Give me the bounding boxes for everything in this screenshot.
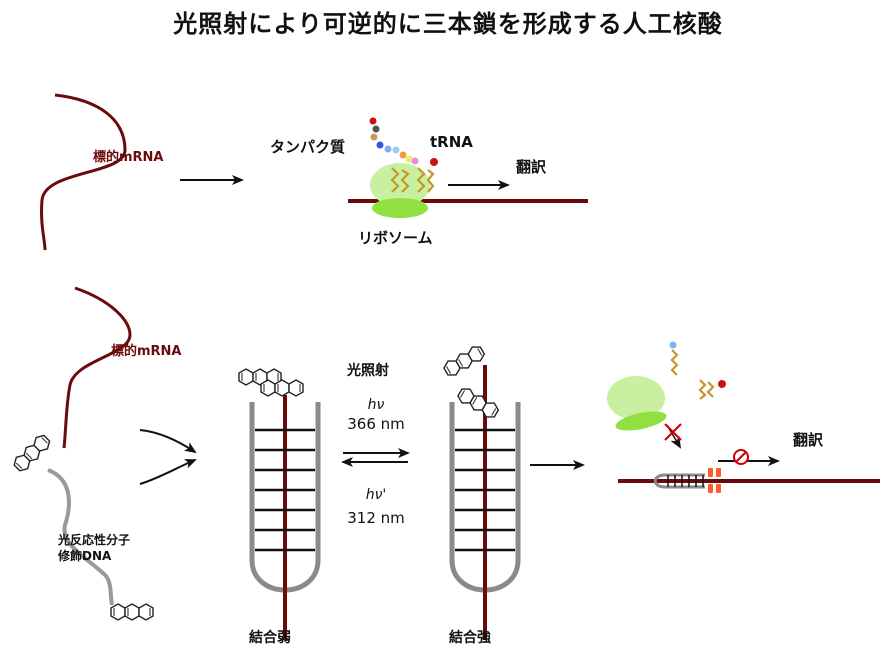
- translation-label: 翻訳: [793, 431, 824, 449]
- triplex-weak: [238, 368, 321, 640]
- translation-label: 翻訳: [516, 158, 547, 176]
- trna-icon: [390, 167, 435, 193]
- ribosome-large-subunit: [607, 376, 665, 420]
- page-title: 光照射により可逆的に三本鎖を形成する人工核酸: [173, 10, 723, 38]
- anthracene-icon: [260, 379, 304, 397]
- mini-triplex: [653, 473, 705, 489]
- target-mrna-strand: [62, 286, 132, 449]
- amino-acid: [669, 341, 677, 349]
- trna-icon: [670, 349, 715, 400]
- anthracene-icon: [10, 431, 54, 475]
- target-mrna-label: 標的mRNA: [111, 344, 182, 359]
- reverse-wavelength-label: 312 nm: [347, 509, 405, 527]
- trna-label: tRNA: [430, 133, 473, 151]
- protein-label: タンパク質: [270, 138, 346, 156]
- light-irradiation-label: 光照射: [347, 363, 389, 379]
- arrow-icon: [139, 429, 197, 454]
- ribosome-small-subunit: [372, 198, 428, 218]
- forward-wavelength-label: 366 nm: [347, 415, 405, 433]
- amino-acid: [718, 380, 726, 388]
- anthracene-icon: [238, 368, 282, 386]
- ribosome-small-subunit: [615, 411, 667, 431]
- weak-binding-label: 結合弱: [249, 630, 291, 646]
- anthracene-icon: [455, 384, 502, 422]
- target-mrna-strand: [40, 93, 127, 251]
- reverse-hv-label: hν': [365, 487, 387, 503]
- modified-dna-label-line2: 修飾DNA: [58, 549, 112, 563]
- forward-hv-label: hν: [367, 397, 385, 413]
- triplex-strong: [441, 342, 521, 640]
- modified-dna-label-line1: 光反応性分子: [58, 533, 131, 547]
- strong-binding-label: 結合強: [449, 630, 491, 646]
- modified-dna-strand: [47, 468, 114, 606]
- ribosome-label: リボソーム: [358, 229, 433, 247]
- target-mrna-label: 標的mRNA: [93, 150, 164, 165]
- peptide-chain: [369, 117, 438, 166]
- arrow-icon: [139, 459, 197, 485]
- ribosome-large-subunit: [370, 163, 430, 207]
- anthracene-icon: [441, 342, 488, 380]
- anthracene-icon: [110, 603, 154, 621]
- cross-icon: [664, 423, 682, 441]
- prohibit-icon: [733, 449, 749, 465]
- photo-crosslink: [708, 468, 721, 493]
